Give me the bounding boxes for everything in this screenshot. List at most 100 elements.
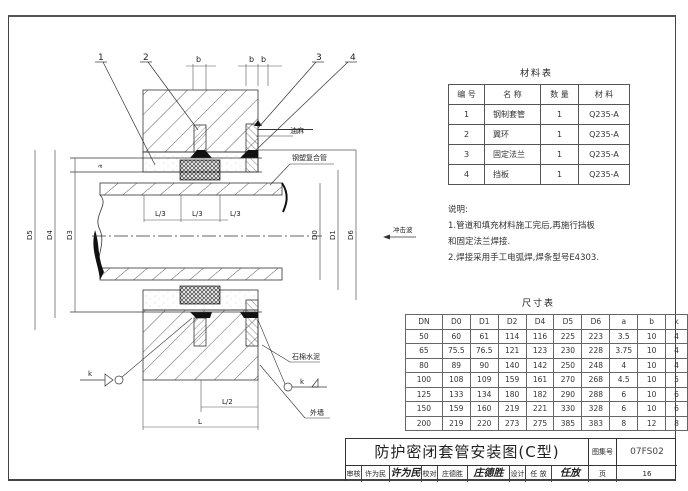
callout-1: 1 [98,53,104,63]
flange-upper [258,129,313,130]
cell: 50 [405,328,443,344]
weld-upper-2 [240,150,258,158]
dim-d4-label: D4 [46,230,54,240]
atlas-number: 07FS02 [617,439,677,466]
cell: 219 [441,415,471,431]
notes: 说明: 1.管道和填充材料施工完后,再施行挡板 和固定法兰焊接. 2.焊接采用手… [448,202,599,266]
dim-l: L [198,418,202,426]
materials-header-row: 编 号 名 称 数 量 材 料 [448,84,630,105]
cell: 125 [405,386,443,402]
b-dimensions: b b b [186,55,282,90]
cell: 75.5 [441,343,471,359]
designer-signature: 任放 [552,466,589,482]
cell: 61 [469,328,499,344]
materials-table-title: 材料表 [520,69,554,79]
header-cell: D2 [497,314,527,330]
cell: 100 [405,372,443,388]
dim-b-2: b [249,55,254,64]
cell: 钢制套管 [484,104,541,125]
cell: 4.5 [609,372,639,388]
note-line: 和固定法兰焊接. [448,237,511,247]
right-dimensions: D0 D1 D6 [258,149,357,300]
label-steel-plastic-pipe: 钢塑复合管 [292,153,327,162]
cell: 10 [637,372,667,388]
review-label: 审核 [346,466,362,482]
cell: 140 [497,357,527,373]
cell: 80 [405,357,443,373]
cell: 8 [665,415,688,431]
l-third-label-3: L/3 [230,210,241,218]
cell: 60 [441,328,471,344]
cell: 221 [525,401,555,417]
baffle-upper [245,123,259,173]
cell: 3 [448,144,485,165]
cell: 159 [497,372,527,388]
cell: 223 [581,328,611,344]
cell: Q235-A [578,124,630,145]
cell: 76.5 [469,343,499,359]
cell: 248 [581,357,611,373]
left-dimensions: D5 D4 D3 [26,150,76,330]
cell: 10 [637,328,667,344]
dim-d3-label: D3 [66,230,74,240]
note-line: 1.管道和填充材料施工完后,再施行挡板 [448,221,595,231]
cell: 4 [448,164,485,185]
cell: 4 [665,328,688,344]
cell: 133 [441,386,471,402]
cell: 116 [525,328,555,344]
cell: 134 [469,386,499,402]
cell: 182 [525,386,555,402]
cell: 225 [553,328,583,344]
callouts: 1 2 3 4 [95,53,357,166]
cell: 268 [581,372,611,388]
checker-name: 庄德胜 [438,466,468,482]
cell: 6 [665,386,688,402]
label-asbestos-cement: 石棉水泥 [292,352,320,361]
cell: 275 [525,415,555,431]
cell: 翼环 [484,124,541,145]
dimension-table-title: 尺寸表 [522,299,556,309]
cell: 6 [609,401,639,417]
note-line: 2.焊接采用手工电弧焊,焊条型号E4303. [448,253,600,263]
cell: 10 [637,386,667,402]
label-impact-wave: 冲击波 [393,225,413,234]
weld-k-left: k [88,370,93,378]
weld-symbol-left: k [80,317,193,387]
callout-3: 3 [316,53,322,63]
cell: 3.5 [609,328,639,344]
design-label: 设计 [510,466,526,482]
wing-ring-upper [193,124,207,153]
cell: 1 [448,104,485,125]
header-cell: 材 料 [578,84,630,105]
header-cell: k [665,314,688,330]
cell: Q235-A [578,164,630,185]
length-dimensions: L/2 L [142,380,259,430]
header-cell: b [637,314,667,330]
cell: 6 [609,386,639,402]
cell: 109 [469,372,499,388]
cell: 1 [540,164,579,185]
cell: 1 [540,124,579,145]
l-third-label-2: L/3 [192,210,203,218]
cell: 383 [581,415,611,431]
l-third-label-1: L/3 [155,210,166,218]
cell: 250 [553,357,583,373]
cell: 230 [553,343,583,359]
cell: Q235-A [578,144,630,165]
cell: 12 [637,415,667,431]
cell: 6 [665,401,688,417]
pipe [92,182,322,281]
notes-title: 说明: [448,205,468,215]
cell: 228 [581,343,611,359]
cell: 219 [497,401,527,417]
materials-table: 编 号 名 称 数 量 材 料 1 钢制套管 1 Q235-A 2 翼环 1 Q… [448,84,630,185]
designer-name: 任 放 [526,466,552,482]
oil-hemp-upper [179,159,221,181]
